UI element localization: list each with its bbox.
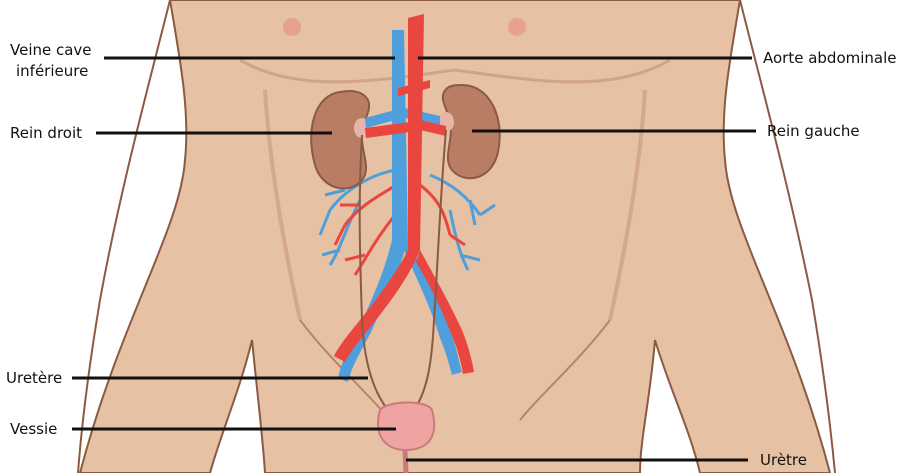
- label-aorta: Aorte abdominale: [763, 48, 897, 68]
- bladder: [378, 403, 434, 451]
- label-bladder: Vessie: [10, 419, 57, 439]
- nipple-right: [283, 18, 301, 36]
- urethra: [405, 450, 406, 473]
- label-vena-cava-line2: inférieure: [16, 61, 88, 81]
- label-left-kidney: Rein gauche: [767, 121, 860, 141]
- label-urethra: Urètre: [760, 450, 807, 470]
- label-right-kidney: Rein droit: [10, 123, 82, 143]
- nipple-left: [508, 18, 526, 36]
- label-ureter: Uretère: [6, 368, 62, 388]
- label-vena-cava-line1: Veine cave: [10, 40, 92, 60]
